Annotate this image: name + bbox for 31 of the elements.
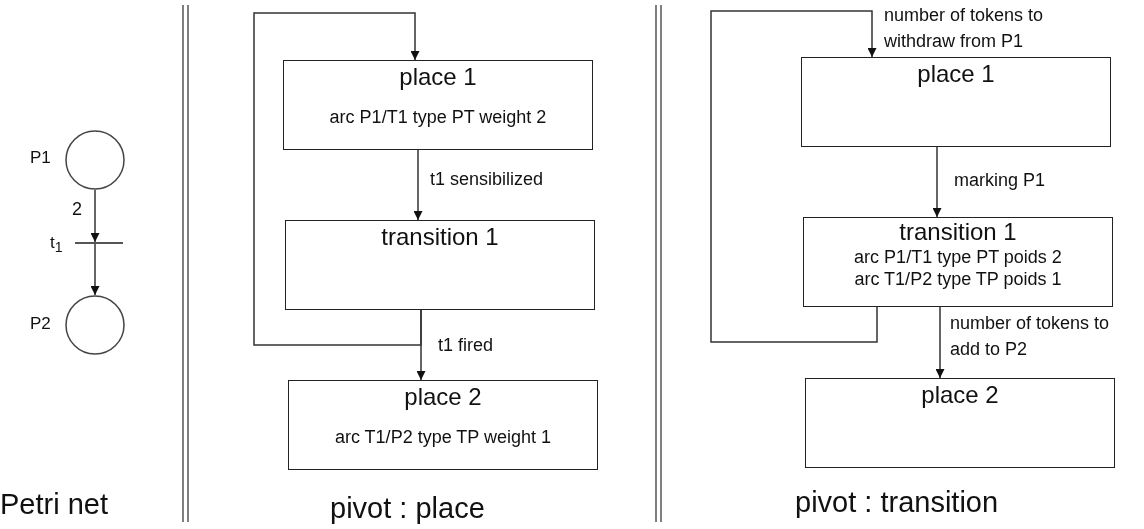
arrow xyxy=(90,189,100,243)
node-label: P2 xyxy=(30,314,51,334)
arrow xyxy=(253,12,422,346)
state-box xyxy=(283,60,593,150)
box-text: arc T1/P2 type TP weight 1 xyxy=(334,426,552,449)
state-box xyxy=(805,378,1115,468)
box-title: transition 1 xyxy=(899,218,1017,246)
caption: pivot : place xyxy=(330,492,485,525)
place-circle xyxy=(65,295,125,355)
node-label: t$_{1}$ xyxy=(50,233,63,256)
box-text: arc T1/P2 type TP poids 1 xyxy=(854,268,1062,290)
box-title: transition 1 xyxy=(381,223,499,251)
caption: Petri net xyxy=(0,488,108,521)
state-box xyxy=(803,217,1113,307)
box-title: place 1 xyxy=(917,60,995,88)
node-label: P1 xyxy=(30,148,51,168)
state-box xyxy=(285,220,595,310)
state-box xyxy=(288,380,598,470)
box-title: place 2 xyxy=(921,381,999,409)
box-title: place 2 xyxy=(404,383,482,411)
arrow xyxy=(90,243,100,296)
box-text: arc P1/T1 type PT poids 2 xyxy=(854,246,1062,268)
arrow xyxy=(413,149,423,221)
arrow xyxy=(932,146,942,218)
box-text: arc P1/T1 type PT weight 2 xyxy=(329,106,547,129)
caption: pivot : transition xyxy=(795,486,999,519)
arrow xyxy=(710,10,878,343)
place-circle xyxy=(65,130,125,190)
state-box xyxy=(801,57,1111,147)
box-title: place 1 xyxy=(399,63,477,91)
arrow xyxy=(935,306,945,379)
